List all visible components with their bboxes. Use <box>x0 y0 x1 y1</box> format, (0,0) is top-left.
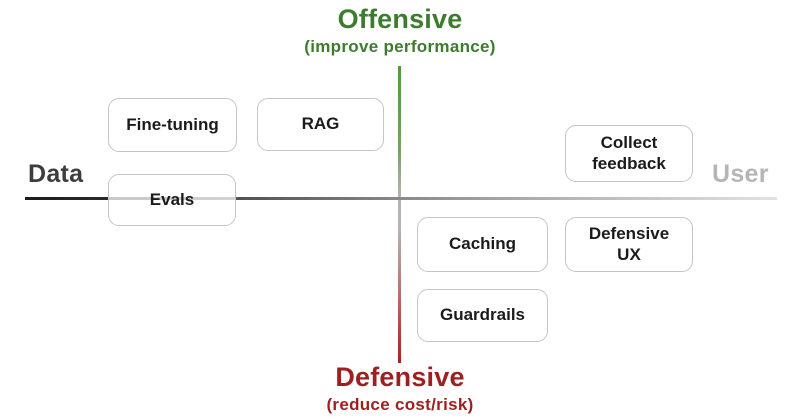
node-fine-tuning: Fine-tuning <box>108 98 237 152</box>
node-guardrails: Guardrails <box>417 289 548 342</box>
node-rag: RAG <box>257 98 384 151</box>
axis-bottom-title: Defensive (reduce cost/risk) <box>0 362 800 415</box>
user-axis-label: User <box>712 160 769 188</box>
node-caching: Caching <box>417 217 548 272</box>
offensive-label: Offensive <box>337 4 463 34</box>
vertical-axis-line <box>398 66 401 363</box>
offensive-sublabel: (improve performance) <box>304 37 496 56</box>
node-defensive-ux: Defensive UX <box>565 217 693 272</box>
data-axis-label: Data <box>28 160 84 188</box>
defensive-sublabel: (reduce cost/risk) <box>326 395 474 414</box>
node-collect-feedback: Collect feedback <box>565 125 693 182</box>
defensive-label: Defensive <box>335 362 465 392</box>
node-evals: Evals <box>108 174 236 226</box>
axis-top-title: Offensive (improve performance) <box>0 4 800 57</box>
horizontal-axis-line <box>25 197 777 200</box>
